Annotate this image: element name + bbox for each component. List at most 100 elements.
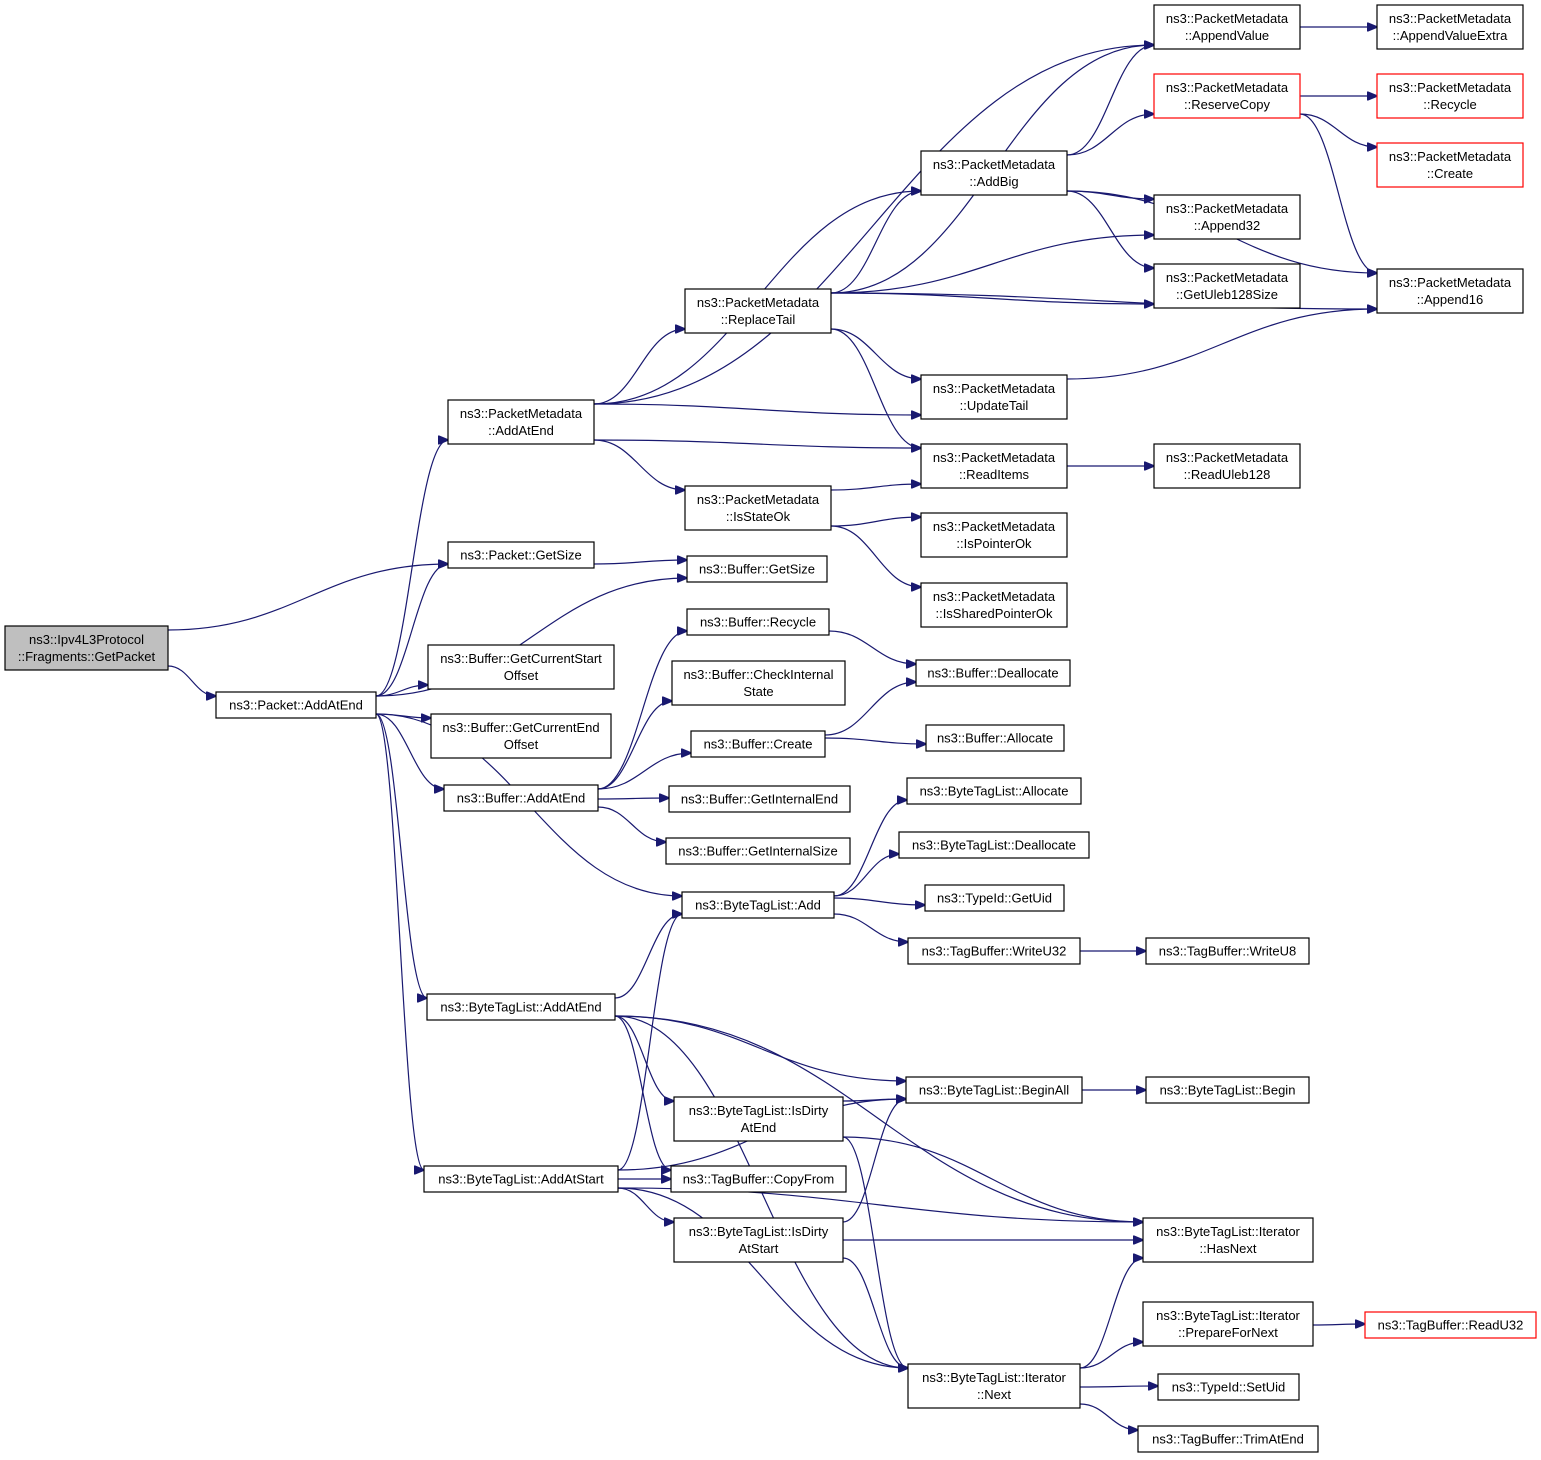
edge-btl-isdirtyatstart-to-btl-beginall bbox=[842, 1099, 906, 1223]
node-tb-copyfrom[interactable]: ns3::TagBuffer::CopyFrom bbox=[670, 1165, 847, 1193]
node-box bbox=[1376, 4, 1524, 50]
edge-btl-isdirtyatend-to-it-next bbox=[842, 1136, 908, 1368]
node-label-line: ::PrepareForNext bbox=[1178, 1325, 1278, 1340]
node-pm-ispointerok[interactable]: ns3::PacketMetadata::IsPointerOk bbox=[920, 512, 1068, 558]
node-box bbox=[665, 837, 851, 865]
edge-btl-add-to-tb-writeu32 bbox=[833, 913, 908, 942]
node-label-line: ns3::Buffer::GetCurrentStart bbox=[440, 651, 602, 666]
node-typeid-getuid[interactable]: ns3::TypeId::GetUid bbox=[924, 884, 1065, 912]
node-label-line: ns3::ByteTagList::AddAtStart bbox=[438, 1172, 604, 1187]
edge-pkt-addatend-to-buf-getsize bbox=[375, 578, 687, 697]
edge-pm-addatend-to-pm-isstateok bbox=[593, 439, 685, 490]
node-tb-readu32[interactable]: ns3::TagBuffer::ReadU32 bbox=[1364, 1311, 1537, 1339]
node-btl-add[interactable]: ns3::ByteTagList::Add bbox=[681, 891, 835, 919]
node-pm-append16[interactable]: ns3::PacketMetadata::Append16 bbox=[1376, 268, 1524, 314]
node-pm-appendvalueextra[interactable]: ns3::PacketMetadata::AppendValueExtra bbox=[1376, 4, 1524, 50]
node-label-line: ns3::TagBuffer::ReadU32 bbox=[1378, 1318, 1524, 1333]
node-btl-beginall[interactable]: ns3::ByteTagList::BeginAll bbox=[905, 1076, 1083, 1104]
node-label-line: ::IsStateOk bbox=[726, 509, 791, 524]
node-pm-recycle[interactable]: ns3::PacketMetadata::Recycle bbox=[1376, 73, 1524, 119]
edge-pm-isstateok-to-pm-ispointerok bbox=[830, 517, 921, 527]
node-buf-create[interactable]: ns3::Buffer::Create bbox=[690, 730, 826, 758]
edge-pm-addatend-to-pm-updatetail bbox=[593, 403, 921, 415]
node-btl-begin[interactable]: ns3::ByteTagList::Begin bbox=[1145, 1076, 1310, 1104]
node-box bbox=[1153, 4, 1301, 50]
node-it-next[interactable]: ns3::ByteTagList::Iterator::Next bbox=[907, 1363, 1081, 1409]
node-pm-readitems[interactable]: ns3::PacketMetadata::ReadItems bbox=[920, 443, 1068, 489]
node-box bbox=[1376, 142, 1524, 188]
node-label-line: ns3::PacketMetadata bbox=[933, 381, 1056, 396]
node-label-line: ::Append16 bbox=[1417, 292, 1484, 307]
node-pm-updatetail[interactable]: ns3::PacketMetadata::UpdateTail bbox=[920, 374, 1068, 420]
node-box bbox=[915, 659, 1071, 687]
node-pm-replacetail[interactable]: ns3::PacketMetadata::ReplaceTail bbox=[684, 288, 832, 334]
node-tb-writeu32[interactable]: ns3::TagBuffer::WriteU32 bbox=[907, 937, 1081, 965]
node-buf-addatend[interactable]: ns3::Buffer::AddAtEnd bbox=[443, 784, 599, 812]
node-buf-getinternalsize[interactable]: ns3::Buffer::GetInternalSize bbox=[665, 837, 851, 865]
edge-btl-addatend-to-it-hasnext bbox=[614, 1015, 1143, 1222]
node-label-line: ns3::Ipv4L3Protocol bbox=[29, 632, 144, 647]
edge-pm-addbig-to-pm-getuleb bbox=[1066, 190, 1154, 268]
node-label-line: ::Append32 bbox=[1194, 218, 1261, 233]
node-buf-getsize[interactable]: ns3::Buffer::GetSize bbox=[686, 555, 828, 583]
node-box bbox=[920, 150, 1068, 196]
edge-pm-addatend-to-pm-appendvalue bbox=[593, 45, 1154, 405]
node-label-line: ::HasNext bbox=[1199, 1241, 1256, 1256]
edge-buf-addatend-to-buf-getinternalend bbox=[597, 798, 669, 799]
node-buf-recycle[interactable]: ns3::Buffer::Recycle bbox=[686, 608, 830, 636]
node-pkt-addatend[interactable]: ns3::Packet::AddAtEnd bbox=[215, 691, 377, 719]
node-box bbox=[430, 713, 612, 759]
node-pm-append32[interactable]: ns3::PacketMetadata::Append32 bbox=[1153, 194, 1301, 240]
node-box bbox=[1153, 194, 1301, 240]
node-pm-issharedpointerok[interactable]: ns3::PacketMetadata::IsSharedPointerOk bbox=[920, 582, 1068, 628]
node-pm-addbig[interactable]: ns3::PacketMetadata::AddBig bbox=[920, 150, 1068, 196]
node-box bbox=[426, 993, 616, 1021]
node-btl-deallocate[interactable]: ns3::ByteTagList::Deallocate bbox=[898, 831, 1090, 859]
edge-btl-addatstart-to-btl-isdirtyatstart bbox=[617, 1187, 674, 1222]
edge-pm-addatend-to-pm-replacetail bbox=[593, 329, 685, 405]
node-pkt-getsize[interactable]: ns3::Packet::GetSize bbox=[447, 541, 595, 569]
node-btl-allocate[interactable]: ns3::ByteTagList::Allocate bbox=[906, 777, 1082, 805]
node-label-line: ns3::Buffer::Recycle bbox=[700, 615, 816, 630]
node-label-line: Offset bbox=[504, 737, 539, 752]
node-pm-create[interactable]: ns3::PacketMetadata::Create bbox=[1376, 142, 1524, 188]
node-pm-getuleb[interactable]: ns3::PacketMetadata::GetUleb128Size bbox=[1153, 263, 1301, 309]
node-buf-allocate[interactable]: ns3::Buffer::Allocate bbox=[925, 724, 1065, 752]
node-pm-appendvalue[interactable]: ns3::PacketMetadata::AppendValue bbox=[1153, 4, 1301, 50]
node-it-hasnext[interactable]: ns3::ByteTagList::Iterator::HasNext bbox=[1142, 1217, 1314, 1263]
node-box bbox=[690, 730, 826, 758]
edge-buf-addatend-to-buf-recycle bbox=[597, 631, 687, 790]
node-btl-addatstart[interactable]: ns3::ByteTagList::AddAtStart bbox=[423, 1165, 619, 1193]
node-label-line: ns3::PacketMetadata bbox=[460, 406, 583, 421]
edge-buf-create-to-buf-allocate bbox=[824, 737, 926, 744]
node-pm-isstateok[interactable]: ns3::PacketMetadata::IsStateOk bbox=[684, 485, 832, 531]
node-box bbox=[906, 777, 1082, 805]
node-label-line: ::ReadItems bbox=[959, 467, 1030, 482]
node-tb-writeu8[interactable]: ns3::TagBuffer::WriteU8 bbox=[1145, 937, 1310, 965]
edge-pm-addbig-to-pm-append32 bbox=[1066, 190, 1154, 199]
node-box bbox=[4, 625, 169, 671]
node-buf-deallocate[interactable]: ns3::Buffer::Deallocate bbox=[915, 659, 1071, 687]
node-btl-addatend[interactable]: ns3::ByteTagList::AddAtEnd bbox=[426, 993, 616, 1021]
edge-btl-addatend-to-btl-isdirtyatend bbox=[614, 1015, 674, 1101]
edge-btl-add-to-btl-deallocate bbox=[833, 854, 899, 897]
node-buf-getinternalend[interactable]: ns3::Buffer::GetInternalEnd bbox=[668, 785, 851, 813]
node-label-line: ::AddBig bbox=[969, 174, 1018, 189]
node-label-line: ns3::PacketMetadata bbox=[1166, 201, 1289, 216]
node-box bbox=[673, 1096, 844, 1142]
node-box bbox=[920, 512, 1068, 558]
node-tb-trimatend[interactable]: ns3::TagBuffer::TrimAtEnd bbox=[1137, 1425, 1319, 1453]
node-label-line: ns3::Packet::GetSize bbox=[460, 548, 581, 563]
node-typeid-setuid[interactable]: ns3::TypeId::SetUid bbox=[1157, 1373, 1300, 1401]
node-root[interactable]: ns3::Ipv4L3Protocol::Fragments::GetPacke… bbox=[4, 625, 169, 671]
node-it-preparefornext[interactable]: ns3::ByteTagList::Iterator::PrepareForNe… bbox=[1142, 1301, 1314, 1347]
node-pm-readuleb[interactable]: ns3::PacketMetadata::ReadUleb128 bbox=[1153, 443, 1301, 489]
node-pm-addatend[interactable]: ns3::PacketMetadata::AddAtEnd bbox=[447, 399, 595, 445]
node-pm-reservecopy[interactable]: ns3::PacketMetadata::ReserveCopy bbox=[1153, 73, 1301, 119]
